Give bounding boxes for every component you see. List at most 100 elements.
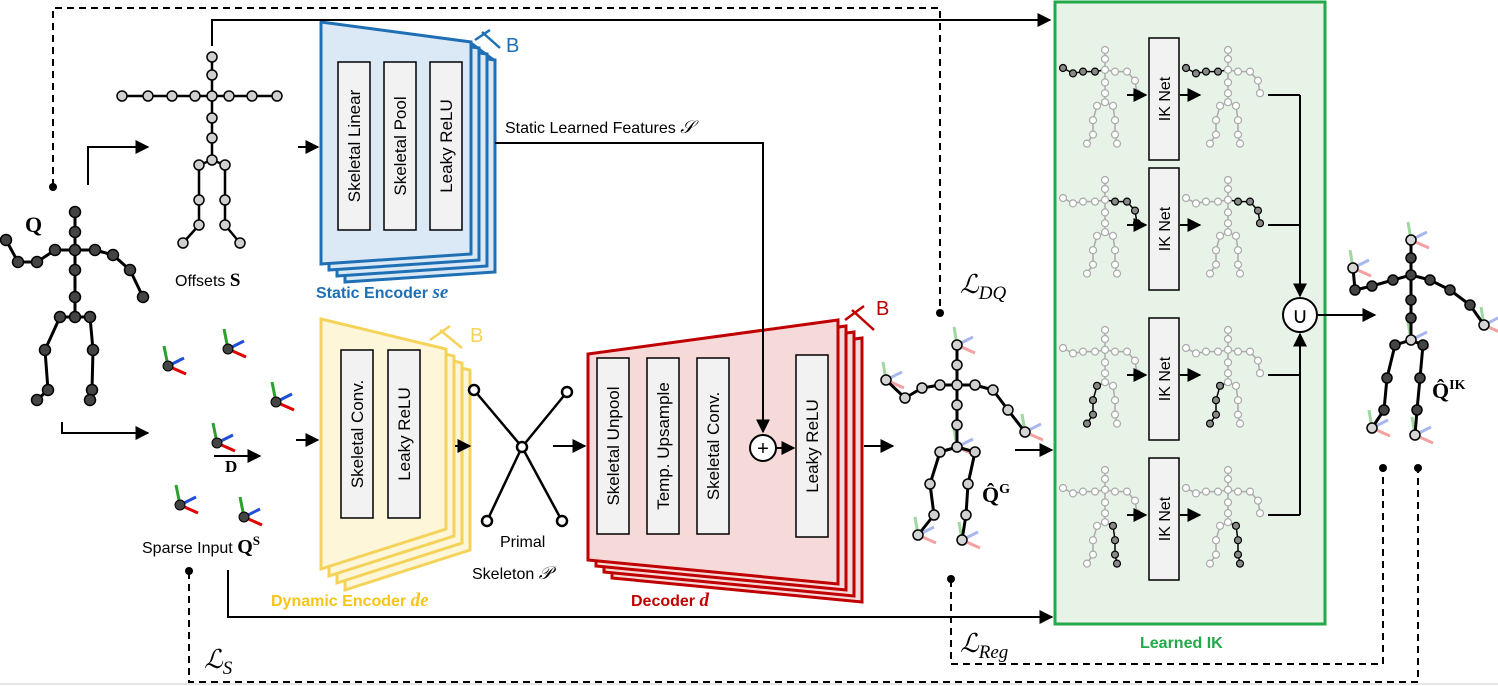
joint — [38, 343, 52, 357]
decoder-layer-4: Leaky ReLU — [795, 354, 829, 538]
joint — [68, 225, 82, 239]
joint — [1213, 197, 1223, 206]
joint — [1215, 521, 1225, 530]
joint — [987, 384, 999, 396]
joint — [1223, 195, 1233, 204]
joint — [1068, 349, 1078, 358]
joint — [206, 154, 218, 166]
joint — [88, 243, 102, 257]
joint — [1122, 67, 1132, 76]
svg-text:Skeletal Unpool: Skeletal Unpool — [604, 386, 623, 505]
svg-text:Leaky ReLU: Leaky ReLU — [395, 387, 414, 481]
joint — [962, 478, 974, 490]
joint — [234, 237, 246, 249]
primal-skeleton-line2: Skeleton 𝒫 — [472, 563, 557, 583]
joint — [1112, 269, 1122, 278]
ik-net-label: IK Net — [1157, 76, 1174, 121]
svg-text:+: + — [757, 438, 769, 460]
joint — [1201, 67, 1211, 76]
joint — [1424, 274, 1436, 286]
joint — [1082, 139, 1092, 148]
svg-text:Leaky ReLU: Leaky ReLU — [803, 399, 822, 493]
joint — [1092, 101, 1102, 110]
joint — [1100, 509, 1110, 518]
joint — [1255, 89, 1265, 98]
joint — [1082, 419, 1092, 428]
sparse-input-label: Sparse Input QS — [142, 533, 260, 558]
joint — [1090, 67, 1100, 76]
joint — [1414, 372, 1426, 384]
joint — [916, 382, 928, 394]
joint — [1019, 426, 1031, 438]
static-layer-2: Skeletal Pool — [383, 61, 417, 231]
joint — [177, 237, 189, 249]
joint — [1100, 498, 1110, 507]
joint — [1100, 518, 1110, 527]
joint — [1245, 347, 1255, 356]
joint — [1223, 98, 1233, 107]
primal-skeleton-line1: Primal — [500, 534, 545, 551]
joint — [1100, 474, 1110, 484]
joint — [1205, 269, 1215, 278]
joint — [1223, 54, 1233, 64]
joint — [223, 90, 235, 102]
joint — [1100, 485, 1110, 494]
joint — [1233, 260, 1243, 269]
joint — [934, 446, 946, 458]
joint — [1078, 347, 1088, 356]
joint — [1110, 67, 1120, 76]
joint — [924, 478, 936, 490]
joint — [1191, 489, 1201, 498]
joint — [951, 359, 963, 371]
decoder: B Skeletal Unpool Temp. Upsample Skeleta… — [586, 298, 889, 604]
joint — [1205, 559, 1215, 568]
ik-row: IK Net — [1058, 457, 1300, 581]
static-layer-3: Leaky ReLU — [429, 61, 463, 231]
joint — [1223, 89, 1233, 98]
joint — [193, 159, 205, 171]
joint — [1378, 404, 1390, 416]
joint — [1223, 65, 1233, 74]
joint — [86, 343, 100, 357]
joint — [1215, 381, 1225, 390]
joint — [1068, 489, 1078, 498]
ik-output-skeleton — [1181, 465, 1265, 568]
joint — [1191, 69, 1201, 78]
joint — [1201, 487, 1211, 496]
joint — [951, 399, 963, 411]
joint — [1253, 356, 1263, 365]
svg-text:Leaky ReLU: Leaky ReLU — [437, 99, 456, 193]
joint — [1088, 130, 1098, 139]
input-q-label: Q — [25, 212, 42, 237]
joint — [1090, 347, 1100, 356]
joint — [1058, 63, 1068, 73]
input-skeleton — [0, 205, 150, 407]
joint — [1092, 521, 1102, 530]
joint — [1100, 358, 1110, 367]
decoder-layer-3: Skeletal Conv. — [696, 357, 730, 535]
joint — [206, 90, 218, 102]
joint — [951, 379, 963, 391]
joint — [1235, 559, 1245, 568]
decoder-stack-label: B — [876, 298, 889, 320]
joint — [1233, 67, 1243, 76]
offsets-label: Offsets S — [175, 270, 240, 291]
joint — [1366, 280, 1378, 292]
ik-output-skeleton — [1181, 325, 1265, 428]
ik-input-skeleton — [1058, 465, 1142, 568]
joint — [1211, 246, 1221, 255]
joint — [1255, 369, 1265, 378]
joint — [1100, 219, 1110, 228]
joint — [1464, 299, 1476, 311]
joint — [1110, 550, 1120, 559]
joint — [166, 90, 178, 102]
dynamic-encoder-stack-label: B — [470, 325, 483, 347]
joint — [1213, 67, 1223, 76]
joint — [0, 233, 13, 247]
joint — [1405, 334, 1417, 346]
joint — [1233, 347, 1243, 356]
joint — [1100, 369, 1110, 378]
joint — [1211, 260, 1221, 269]
joint — [1068, 69, 1078, 78]
joint — [1405, 294, 1417, 306]
